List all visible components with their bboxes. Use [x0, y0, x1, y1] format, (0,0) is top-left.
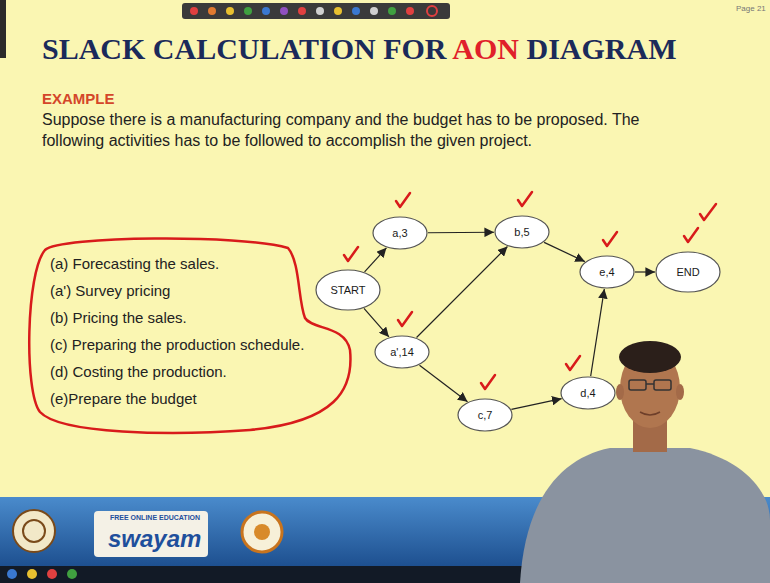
end-node: END	[655, 251, 721, 293]
taskbar-icon	[27, 569, 37, 579]
node-text: c,7	[478, 409, 493, 421]
partner-logo	[254, 524, 270, 540]
lecturer-glasses	[629, 380, 646, 390]
toolbar-icon	[298, 7, 306, 15]
lecturer-mouth	[640, 412, 660, 415]
node-text: START	[330, 284, 365, 296]
annotation-tick	[481, 375, 495, 389]
connector-arrow	[364, 308, 389, 337]
window-edge	[0, 0, 6, 58]
activity-item: (a) Forecasting the sales.	[50, 255, 219, 274]
node-text: d,4	[580, 387, 595, 399]
logo-tagline: FREE ONLINE EDUCATION	[110, 514, 200, 523]
toolbar-icon	[316, 7, 324, 15]
annotation-circle	[29, 238, 350, 432]
title-word: DIAGRAM	[527, 32, 677, 65]
slide-title: SLACK CALCULATION FOR AON DIAGRAM	[42, 32, 677, 67]
toolbar-icon	[334, 7, 342, 15]
toolbar-icons	[190, 6, 437, 16]
toolbar-icon	[427, 6, 437, 16]
node-text: END	[676, 266, 699, 278]
annotation-tick	[700, 204, 716, 220]
swayam-logo-box	[94, 511, 208, 557]
connector-arrow	[417, 247, 508, 338]
connector-arrow	[635, 271, 655, 272]
activity-node: e,4	[579, 255, 635, 289]
pen-toolbar	[182, 3, 450, 19]
institute-logo	[13, 510, 55, 552]
activity-node: a,3	[372, 216, 428, 250]
partner-logo	[242, 512, 282, 552]
annotation-tick	[566, 356, 580, 370]
problem-statement: Suppose there is a manufacturing company…	[42, 110, 642, 152]
lecturer-shirt	[520, 448, 770, 583]
node-ellipse	[373, 217, 427, 249]
hand-annotations	[29, 192, 716, 433]
connector-arrow	[591, 289, 605, 376]
section-heading: EXAMPLE	[42, 90, 115, 109]
lecturer-glasses	[646, 383, 654, 385]
toolbar-icon	[244, 7, 252, 15]
activity-item: (d) Costing the production.	[50, 363, 227, 382]
taskbar-icon	[7, 569, 17, 579]
activity-node: c,7	[457, 398, 513, 432]
activity-item: (c) Preparing the production schedule.	[50, 336, 304, 355]
title-word: AON	[452, 32, 526, 65]
annotation-tick	[344, 247, 358, 261]
activity-node: a',14	[374, 335, 430, 369]
toolbar-icon	[280, 7, 288, 15]
activity-item: (b) Pricing the sales.	[50, 309, 187, 328]
taskbar-icon	[67, 569, 77, 579]
connector-arrow	[544, 242, 585, 261]
node-ellipse	[458, 399, 512, 431]
lecturer-ear	[676, 384, 684, 400]
node-text: a,3	[392, 227, 407, 239]
node-text: a',14	[390, 346, 414, 358]
connector-arrow	[428, 232, 494, 234]
lecturer-figure	[520, 341, 770, 583]
node-ellipse	[316, 270, 380, 310]
connector-arrow	[365, 248, 387, 272]
annotation-tick	[518, 192, 532, 206]
page-number: Page 21	[736, 4, 766, 14]
start-node: START	[315, 269, 381, 311]
toolbar-icon	[352, 7, 360, 15]
annotation-tick	[398, 312, 412, 326]
connector-arrow	[511, 399, 561, 410]
node-ellipse	[495, 216, 549, 248]
toolbar-icon	[226, 7, 234, 15]
toolbar-icon	[262, 7, 270, 15]
activity-node: d,4	[560, 376, 616, 410]
toolbar-icon	[190, 7, 198, 15]
title-word: SLACK	[42, 32, 153, 65]
toolbar-icon	[388, 7, 396, 15]
annotation-tick	[684, 228, 698, 242]
title-word: FOR	[383, 32, 452, 65]
activity-node: b,5	[494, 215, 550, 249]
title-word: CALCULATION	[153, 32, 383, 65]
annotation-tick	[396, 193, 410, 207]
toolbar-icon	[406, 7, 414, 15]
node-ellipse	[580, 256, 634, 288]
node-text: b,5	[514, 226, 529, 238]
toolbar-icon	[370, 7, 378, 15]
lecturer-ear	[616, 384, 624, 400]
toolbar-icon	[208, 7, 216, 15]
logo-wordmark: swayam	[108, 524, 201, 554]
annotation-tick	[603, 232, 617, 246]
lecturer-hair	[619, 341, 681, 373]
connector-arrow	[419, 365, 467, 401]
activity-item: (a') Survey pricing	[50, 282, 170, 301]
institute-logo	[23, 520, 45, 542]
node-ellipse	[375, 336, 429, 368]
taskbar-icon	[47, 569, 57, 579]
node-text: e,4	[599, 266, 614, 278]
node-ellipse	[656, 252, 720, 292]
lecturer-glasses	[654, 380, 671, 390]
activity-item: (e)Prepare the budget	[50, 390, 197, 409]
node-ellipse	[561, 377, 615, 409]
